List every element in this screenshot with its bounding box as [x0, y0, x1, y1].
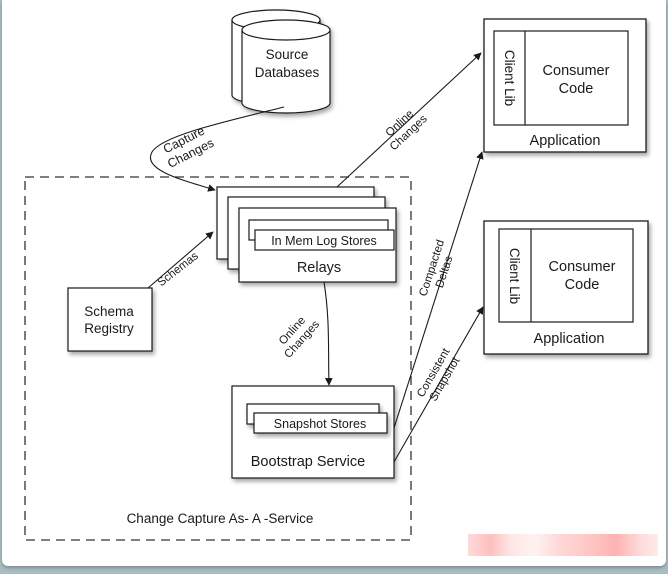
relays-label: Relays [297, 260, 341, 276]
snapshot-stores[interactable] [253, 412, 388, 434]
edge-label-schemas: Schemas [156, 250, 201, 289]
application-top[interactable] [483, 18, 647, 153]
application-bottom[interactable] [483, 220, 649, 355]
edge-consistent-snapshot [393, 306, 484, 463]
in-mem-log-stores-label: In Mem Log Stores [271, 234, 377, 248]
consumer-code-label: Consumer [543, 63, 610, 79]
consumer-code-label: Code [559, 81, 594, 97]
application-bottom-label: Application [534, 331, 605, 347]
edge-online-changes-mid [323, 281, 333, 386]
edge-capture-changes [149, 106, 285, 192]
snapshot-stores-label: Snapshot Stores [274, 417, 366, 431]
source-databases[interactable] [231, 9, 331, 114]
edge-compacted-deltas [393, 151, 484, 429]
service-boundary-label: Change Capture As- A -Service [127, 511, 314, 526]
edge-schemas [147, 231, 214, 289]
bootstrap-service-label: Bootstrap Service [251, 454, 365, 470]
edge-online-changes-top [336, 52, 482, 188]
watermark-blur [468, 534, 658, 556]
relays[interactable] [216, 186, 397, 283]
consumer-code-label: Code [565, 277, 600, 293]
in-mem-log-stores[interactable] [254, 229, 395, 251]
client-lib-label: Client Lib [507, 248, 522, 304]
source-databases-label: Source [266, 47, 309, 62]
schema-registry[interactable] [67, 287, 153, 352]
bootstrap-service[interactable] [231, 385, 395, 479]
application-top-label: Application [530, 133, 601, 149]
consumer-code-label: Consumer [549, 259, 616, 275]
schema-registry-label: Schema [84, 304, 134, 319]
schema-registry-label: Registry [84, 321, 134, 336]
client-lib-label: Client Lib [502, 50, 517, 106]
source-databases-label: Databases [255, 65, 320, 80]
